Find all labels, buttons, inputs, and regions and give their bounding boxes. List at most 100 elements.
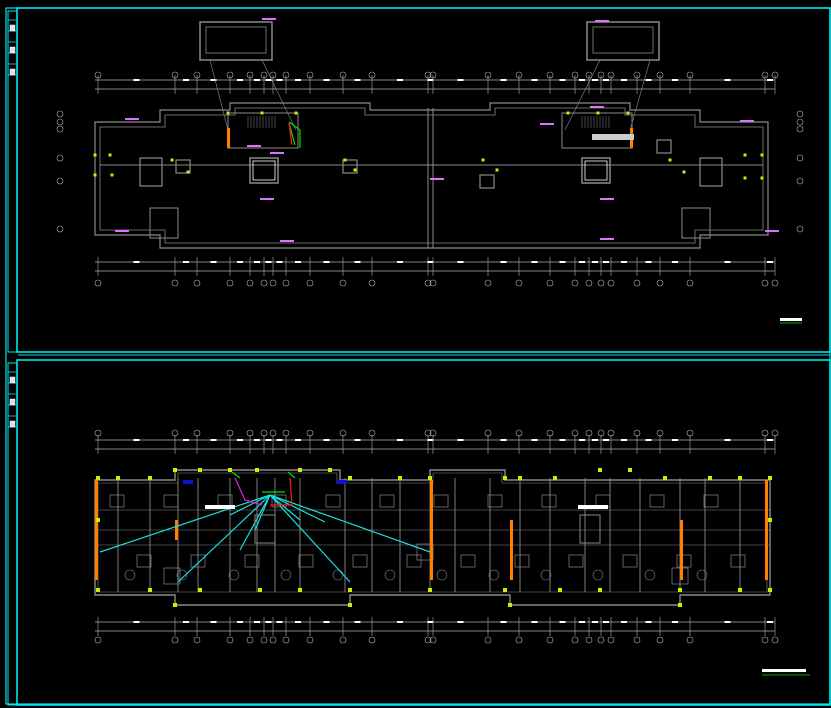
floor-outline bbox=[94, 469, 771, 606]
elevator-inner bbox=[584, 160, 608, 181]
dimension-text bbox=[295, 621, 301, 623]
grid-axis-bubble bbox=[633, 429, 641, 437]
title-block-text bbox=[9, 398, 16, 406]
annotation-tag bbox=[765, 230, 779, 232]
dimension-text bbox=[645, 621, 652, 623]
annotation-tag bbox=[280, 240, 294, 242]
column-orange bbox=[227, 128, 230, 148]
grid-axis-bubble bbox=[484, 429, 492, 437]
dimension-text bbox=[457, 261, 464, 263]
dimension-text bbox=[592, 439, 598, 441]
column bbox=[738, 476, 742, 480]
grid-axis-bubble bbox=[656, 429, 664, 437]
dimension-text bbox=[354, 439, 361, 441]
grid-axis-bubble bbox=[656, 636, 664, 644]
dimension-text bbox=[323, 621, 330, 623]
grid-axis-bubble bbox=[260, 279, 268, 287]
title-block-text bbox=[9, 46, 16, 54]
wall-accent-orange bbox=[430, 480, 433, 580]
grid-axis-bubble bbox=[429, 429, 437, 437]
grid-axis-bubble bbox=[246, 279, 254, 287]
grid-axis-bubble bbox=[484, 71, 492, 79]
elevator-inner bbox=[252, 160, 276, 181]
dimension-text bbox=[265, 79, 272, 81]
column bbox=[428, 588, 432, 592]
furniture bbox=[541, 494, 557, 508]
dimension-text bbox=[427, 439, 434, 441]
dimension-text bbox=[603, 261, 609, 263]
grid-axis-bubble bbox=[633, 71, 641, 79]
dimension-text bbox=[579, 439, 585, 441]
column bbox=[518, 476, 522, 480]
grid-axis-bubble bbox=[56, 177, 64, 185]
roof-hatch bbox=[149, 207, 179, 239]
grid-axis-bubble bbox=[515, 636, 523, 644]
grid-axis-bubble bbox=[771, 279, 779, 287]
room-note bbox=[578, 505, 608, 509]
grid-axis-bubble bbox=[94, 636, 102, 644]
grid-axis-bubble bbox=[282, 279, 290, 287]
furniture bbox=[109, 494, 125, 508]
dimension-text bbox=[254, 621, 260, 623]
annotation-tag bbox=[540, 123, 554, 125]
column bbox=[598, 588, 602, 592]
grid-axis-bubble bbox=[339, 636, 347, 644]
cable-route bbox=[269, 494, 301, 521]
furniture bbox=[136, 554, 152, 568]
column bbox=[173, 603, 177, 607]
furniture bbox=[460, 554, 476, 568]
grid-axis-bubble bbox=[269, 636, 277, 644]
dimension-text bbox=[254, 261, 260, 263]
grid-axis-bubble bbox=[94, 71, 102, 79]
column bbox=[428, 476, 432, 480]
grid-axis-bubble bbox=[571, 71, 579, 79]
grid-axis-bubble bbox=[484, 636, 492, 644]
grid-axis-bubble bbox=[796, 225, 804, 233]
dimension-text bbox=[354, 79, 361, 81]
grid-axis-bubble bbox=[607, 71, 615, 79]
column bbox=[255, 468, 259, 472]
cable-route bbox=[269, 494, 326, 523]
column bbox=[626, 111, 630, 115]
dimension-text bbox=[767, 621, 773, 623]
dimension-text bbox=[210, 439, 217, 441]
elevator-shaft bbox=[579, 514, 601, 544]
dimension-text bbox=[427, 261, 434, 263]
grid-axis-bubble bbox=[306, 636, 314, 644]
grid-axis-bubble bbox=[226, 429, 234, 437]
inner-wall-line bbox=[97, 472, 768, 593]
pipe-red bbox=[288, 122, 293, 146]
annotation-tag bbox=[262, 18, 276, 20]
vent-shaft bbox=[656, 139, 672, 154]
dimension-text bbox=[767, 439, 773, 441]
column bbox=[768, 476, 772, 480]
grid-axis-bubble bbox=[515, 71, 523, 79]
dimension-text bbox=[500, 439, 507, 441]
grid-axis-bubble bbox=[368, 429, 376, 437]
dimension-text bbox=[427, 79, 434, 81]
grid-axis-bubble bbox=[686, 636, 694, 644]
wall-accent-orange bbox=[680, 520, 683, 580]
dimension-text bbox=[603, 79, 609, 81]
column bbox=[668, 158, 672, 162]
pipe-magenta bbox=[234, 477, 263, 506]
column bbox=[258, 588, 262, 592]
dimension-text bbox=[645, 261, 652, 263]
vent-shaft bbox=[479, 174, 495, 189]
furniture bbox=[163, 494, 179, 508]
grid-axis-bubble bbox=[306, 429, 314, 437]
grid-axis-bubble bbox=[585, 636, 593, 644]
column bbox=[743, 176, 747, 180]
furniture bbox=[676, 554, 692, 568]
grid-axis-bubble bbox=[761, 71, 769, 79]
pipe-red bbox=[270, 477, 293, 506]
door-swing bbox=[488, 569, 500, 581]
dimension-text bbox=[183, 79, 189, 81]
column bbox=[663, 476, 667, 480]
dimension-text bbox=[672, 621, 678, 623]
stair-roof-box bbox=[586, 21, 660, 61]
furniture bbox=[433, 494, 449, 508]
leader bbox=[209, 59, 229, 131]
annotation-tag bbox=[600, 198, 614, 200]
